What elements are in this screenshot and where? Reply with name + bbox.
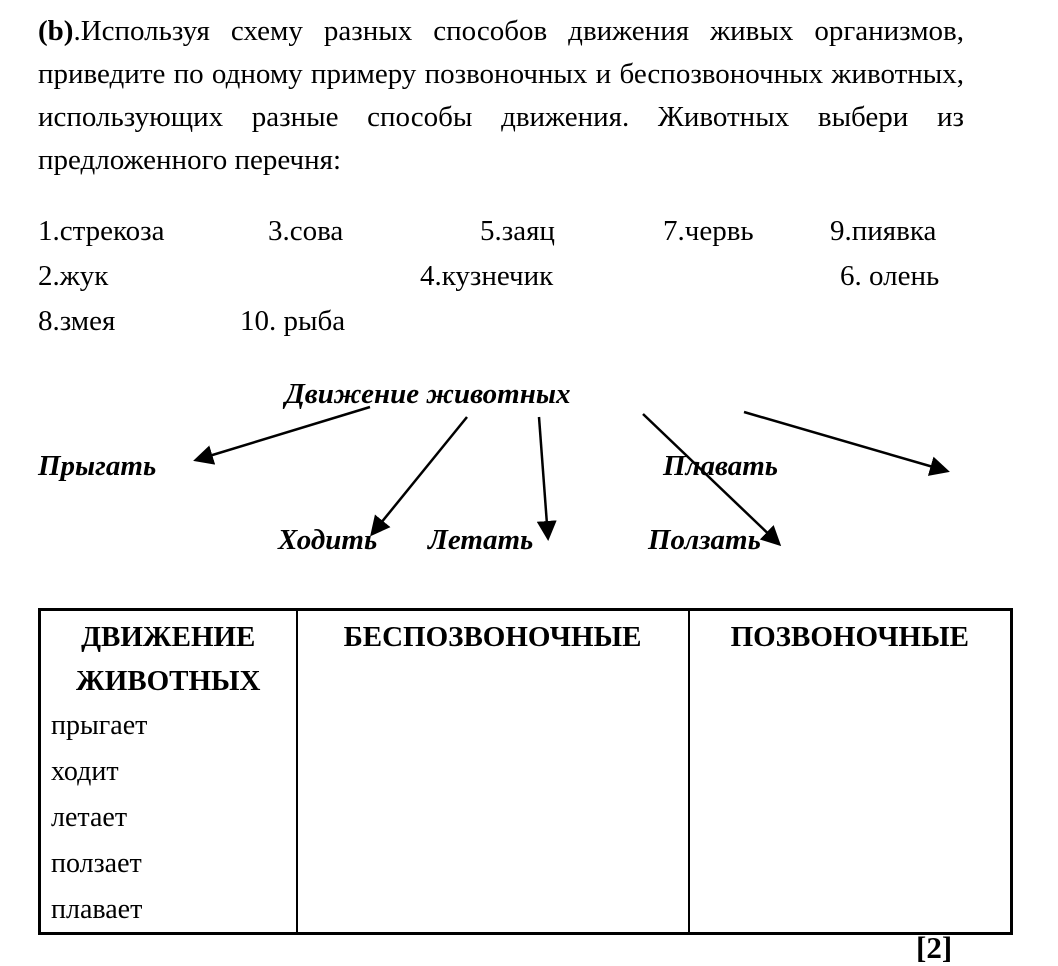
diagram-label-walk: Ходить	[278, 524, 378, 556]
arrow-to-jump	[193, 405, 371, 465]
question-label: (b)	[38, 15, 74, 47]
invertebrates-cell-empty	[295, 841, 690, 887]
diagram-label-fly: Летать	[428, 524, 534, 556]
vertebrates-cell-empty	[687, 703, 1013, 749]
animal-list-row-3: 8.змея 10. рыба	[38, 305, 964, 350]
invertebrates-cell-empty	[295, 749, 690, 795]
movement-cell-jumps: прыгает	[38, 703, 298, 749]
movements-table: ДВИЖЕНИЕ ЖИВОТНЫХ БЕСПОЗВОНОЧНЫЕ ПОЗВОНО…	[38, 608, 1013, 935]
question-body: .Используя схему разных способов движени…	[38, 15, 964, 176]
movement-cell-crawls: ползает	[38, 841, 298, 887]
table-row: плавает	[38, 887, 1013, 933]
list-item-worm: 7.червь	[663, 215, 754, 247]
invertebrates-cell-empty	[295, 795, 690, 841]
header-invertebrates: БЕСПОЗВОНОЧНЫЕ	[295, 609, 690, 703]
arrow-to-fly	[536, 416, 557, 541]
movement-diagram: Движение животных Прыгать Плавать Ходить…	[0, 372, 1058, 597]
table-header-row: ДВИЖЕНИЕ ЖИВОТНЫХ БЕСПОЗВОНОЧНЫЕ ПОЗВОНО…	[38, 609, 1013, 703]
list-item-owl: 3.сова	[268, 215, 344, 247]
movement-cell-walks: ходит	[38, 749, 298, 795]
table-row: прыгает	[38, 703, 1013, 749]
list-item-snake: 8.змея	[38, 305, 116, 337]
invertebrates-cell-empty	[295, 703, 690, 749]
question-text: (b).Используя схему разных способов движ…	[38, 10, 964, 182]
arrow-to-walk	[370, 416, 468, 537]
list-item-hare: 5.заяц	[480, 215, 555, 247]
header-vertebrates: ПОЗВОНОЧНЫЕ	[687, 609, 1013, 703]
invertebrates-cell-empty	[295, 887, 690, 933]
list-item-leech: 9.пиявка	[830, 215, 937, 247]
list-item-deer: 6. олень	[840, 260, 940, 292]
movement-cell-swims: плавает	[38, 887, 298, 933]
list-item-grasshopper: 4.кузнечик	[420, 260, 554, 292]
movement-cell-flies: летает	[38, 795, 298, 841]
vertebrates-cell-empty	[687, 749, 1013, 795]
table-row: ползает	[38, 841, 1013, 887]
list-item-fish: 10. рыба	[240, 305, 346, 337]
score-badge: [2]	[916, 930, 953, 965]
diagram-label-swim: Плавать	[663, 450, 779, 482]
animal-list-row-2: 2.жук 4.кузнечик 6. олень	[38, 260, 964, 305]
diagram-label-jump: Прыгать	[38, 450, 157, 482]
header-movement: ДВИЖЕНИЕ ЖИВОТНЫХ	[38, 609, 298, 703]
diagram-title: Движение животных	[285, 378, 571, 410]
list-item-dragonfly: 1.стрекоза	[38, 215, 165, 247]
vertebrates-cell-empty	[687, 795, 1013, 841]
vertebrates-cell-empty	[687, 841, 1013, 887]
list-item-beetle: 2.жук	[38, 260, 109, 292]
animal-list-row-1: 1.стрекоза 3.сова 5.заяц 7.червь 9.пиявк…	[38, 215, 964, 260]
vertebrates-cell-empty	[687, 887, 1013, 933]
table-row: летает	[38, 795, 1013, 841]
table-row: ходит	[38, 749, 1013, 795]
diagram-label-crawl: Ползать	[648, 524, 761, 556]
animal-list: 1.стрекоза 3.сова 5.заяц 7.червь 9.пиявк…	[38, 215, 964, 350]
